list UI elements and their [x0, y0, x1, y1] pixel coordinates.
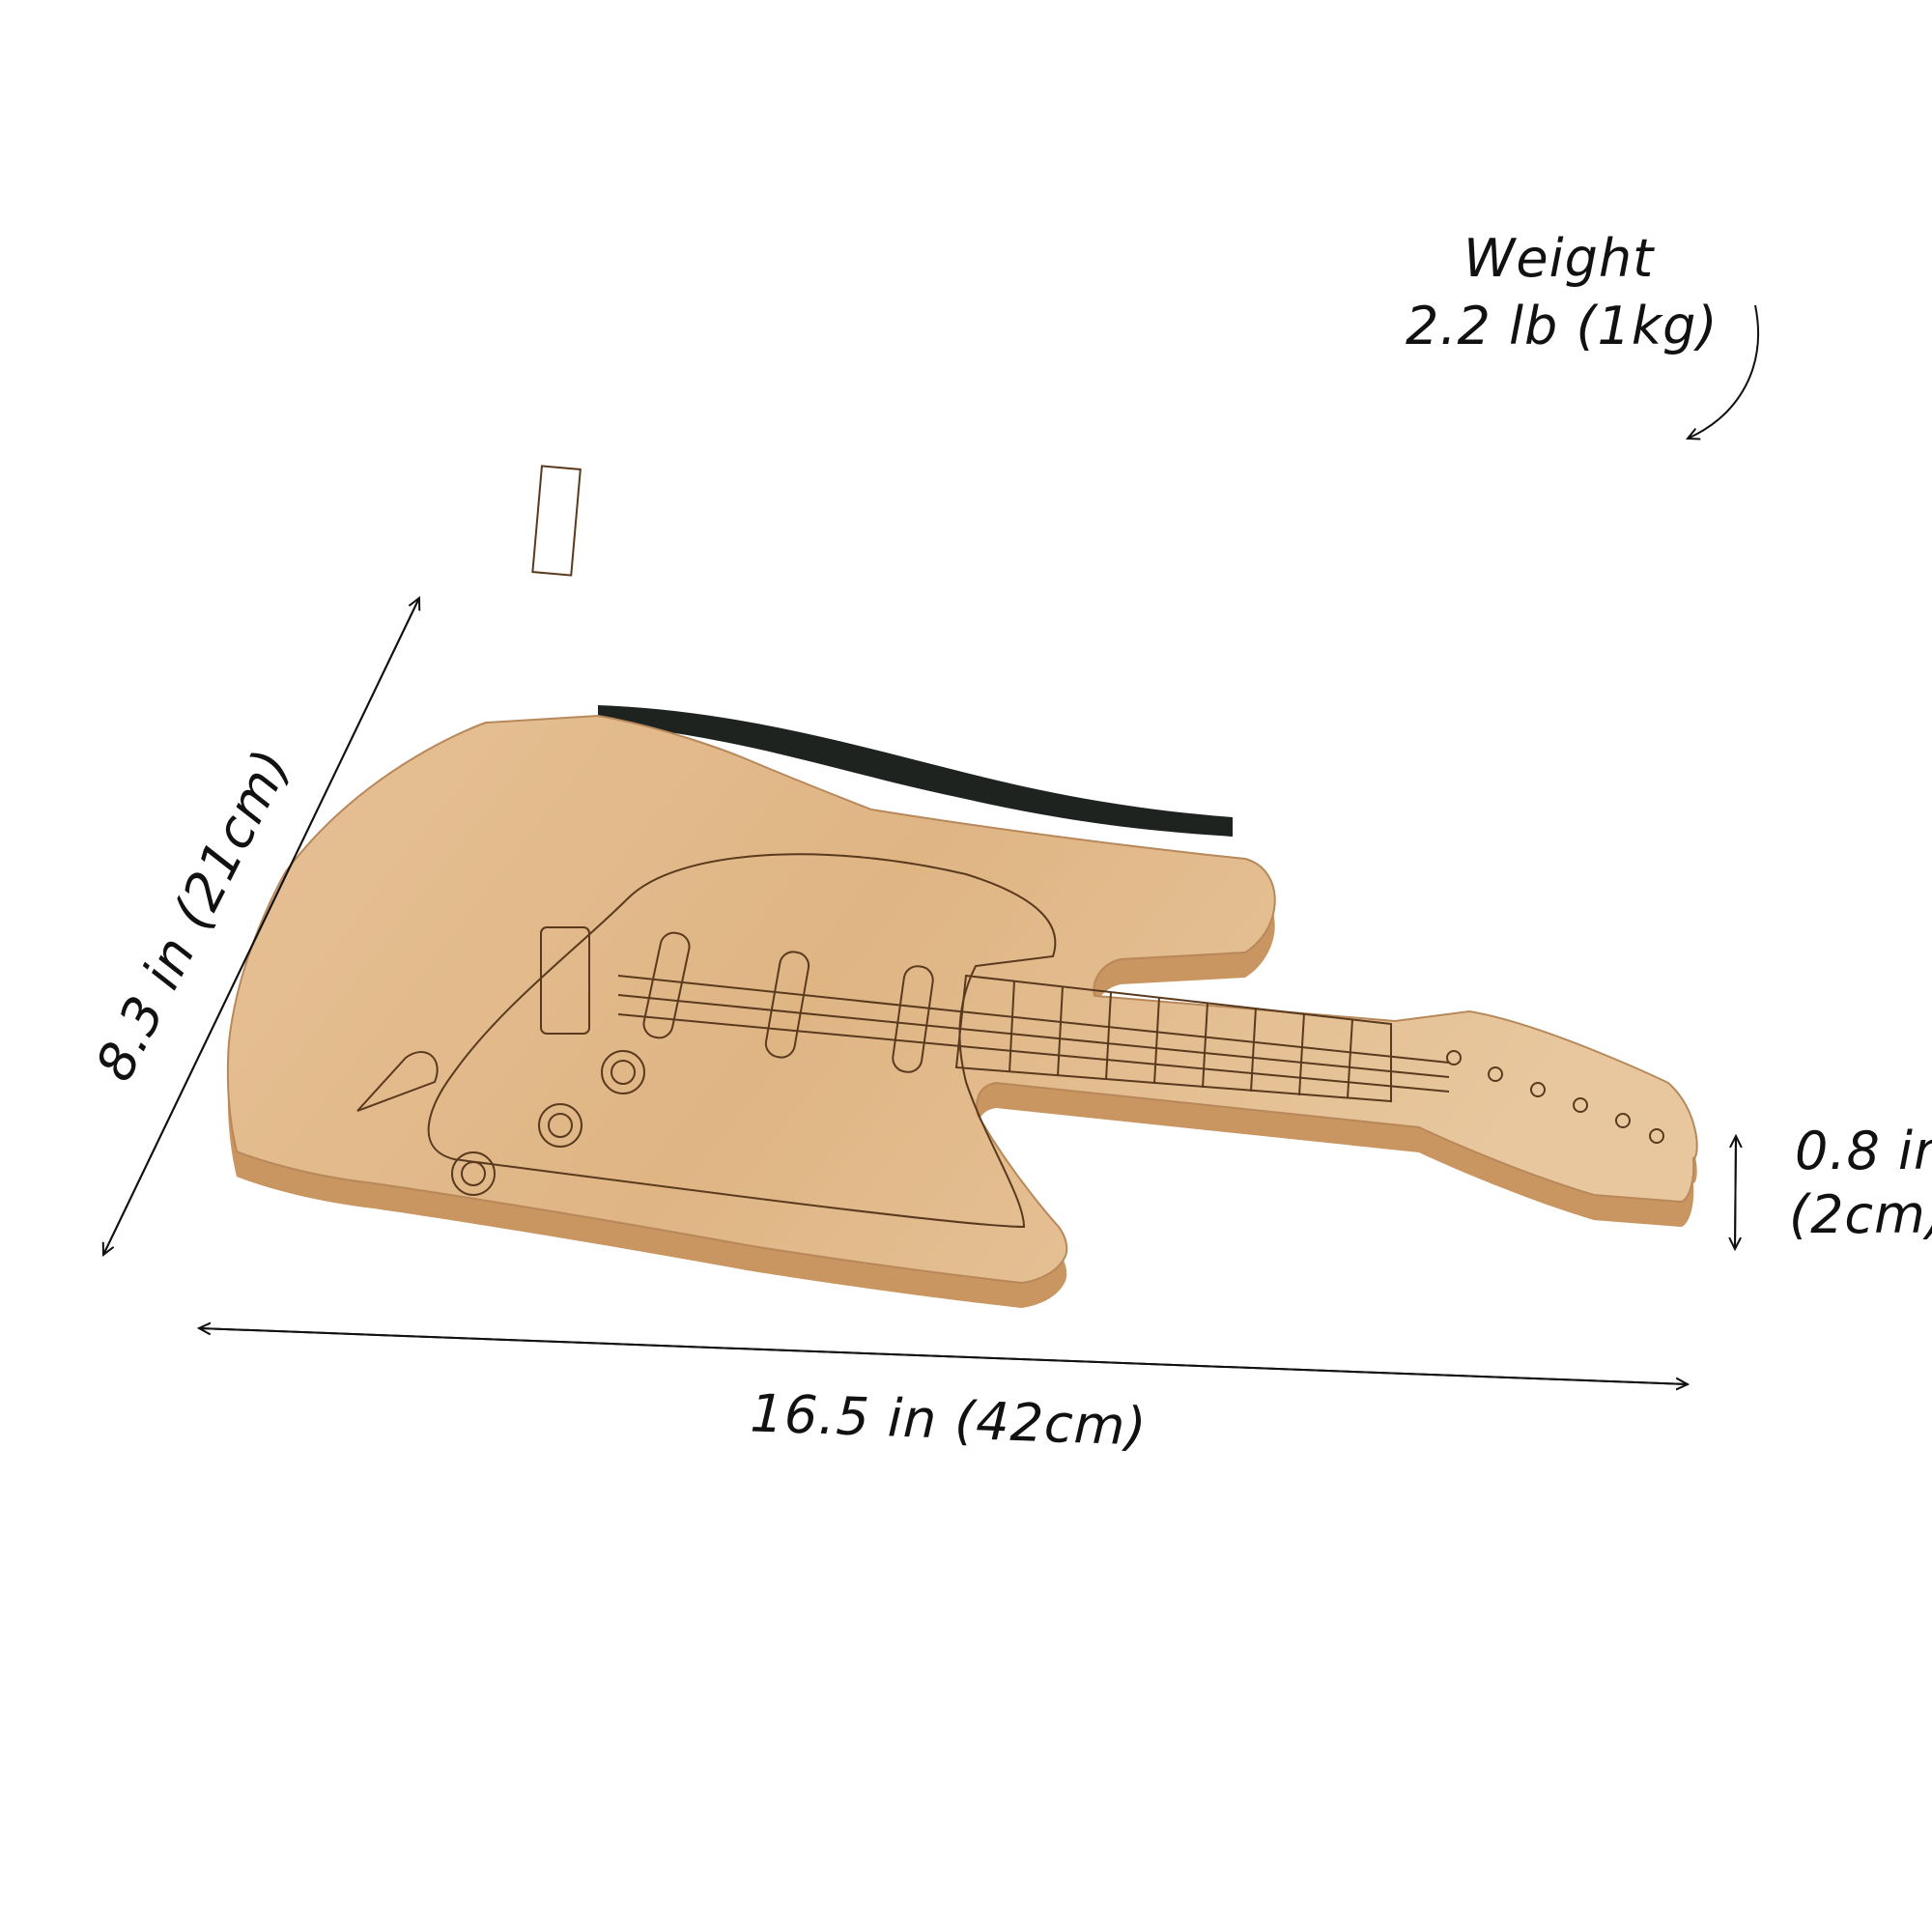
weight-value: 2.2 lb (1kg) [1406, 296, 1719, 356]
length-dimension-arrowhead [199, 1328, 1689, 1385]
leather-strap [598, 705, 1233, 837]
thickness-dimension-arrowhead [1735, 1136, 1736, 1250]
thickness-metric: (2cm) [1789, 1184, 1932, 1245]
thickness-value: 0.8 in [1795, 1121, 1932, 1181]
guitar-board [226, 714, 1698, 1285]
guitar-engraving [356, 465, 1664, 1229]
weight-arrow [1688, 304, 1759, 439]
weight-title: Weight [1463, 228, 1655, 289]
width-dimension-arrowhead [103, 597, 420, 1255]
